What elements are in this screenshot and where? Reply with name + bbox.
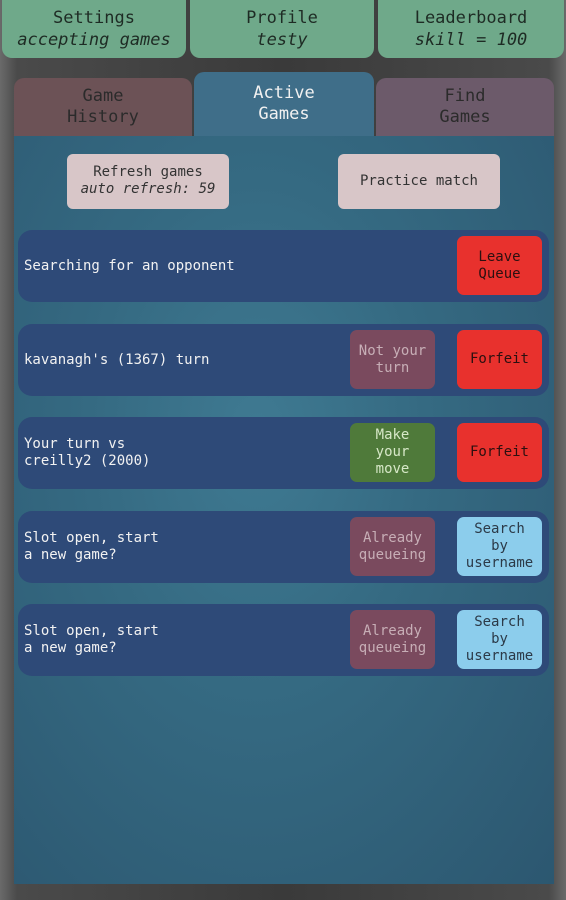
- already-queueing-button[interactable]: Already queueing: [350, 610, 435, 669]
- make-your-move-button[interactable]: Make your move: [350, 423, 435, 482]
- forfeit-button[interactable]: Forfeit: [457, 330, 542, 389]
- profile-username: testy: [256, 30, 308, 50]
- game-slot-text: Your turn vs creilly2 (2000): [24, 436, 151, 469]
- refresh-games-button[interactable]: Refresh games auto refresh: 59: [67, 154, 229, 209]
- search-by-username-button[interactable]: Search by username: [457, 610, 542, 669]
- top-navigation: Settings accepting games Profile testy L…: [0, 0, 566, 60]
- game-slot-4: Slot open, start a new game? Already que…: [18, 511, 549, 583]
- game-slot-5: Slot open, start a new game? Already que…: [18, 604, 549, 676]
- already-queueing-button[interactable]: Already queueing: [350, 517, 435, 576]
- forfeit-button[interactable]: Forfeit: [457, 423, 542, 482]
- settings-status: accepting games: [17, 30, 171, 50]
- auto-refresh-countdown: auto refresh: 59: [80, 181, 216, 197]
- active-games-panel: Refresh games auto refresh: 59 Practice …: [14, 136, 554, 884]
- profile-button[interactable]: Profile testy: [190, 0, 374, 58]
- settings-title: Settings: [53, 8, 135, 28]
- refresh-label: Refresh games: [93, 164, 203, 180]
- tab-active-games[interactable]: Active Games: [194, 72, 374, 136]
- profile-title: Profile: [246, 8, 318, 28]
- game-slot-2: kavanagh's (1367) turn Not your turn For…: [18, 324, 549, 396]
- game-slot-text: Searching for an opponent: [24, 257, 235, 274]
- game-tabs: Game History Active Games Find Games: [14, 72, 554, 136]
- game-slot-text: Slot open, start a new game?: [24, 623, 159, 656]
- tab-game-history[interactable]: Game History: [14, 78, 192, 136]
- leaderboard-skill: skill = 100: [414, 30, 528, 50]
- not-your-turn-button[interactable]: Not your turn: [350, 330, 435, 389]
- game-slot-1: Searching for an opponent Leave Queue: [18, 230, 549, 302]
- tab-find-games[interactable]: Find Games: [376, 78, 554, 136]
- game-slot-text: Slot open, start a new game?: [24, 530, 159, 563]
- settings-button[interactable]: Settings accepting games: [2, 0, 186, 58]
- game-slot-3: Your turn vs creilly2 (2000) Make your m…: [18, 417, 549, 489]
- search-by-username-button[interactable]: Search by username: [457, 517, 542, 576]
- practice-match-button[interactable]: Practice match: [338, 154, 500, 209]
- leave-queue-button[interactable]: Leave Queue: [457, 236, 542, 295]
- leaderboard-button[interactable]: Leaderboard skill = 100: [378, 0, 564, 58]
- leaderboard-title: Leaderboard: [414, 8, 528, 28]
- game-slot-text: kavanagh's (1367) turn: [24, 351, 210, 368]
